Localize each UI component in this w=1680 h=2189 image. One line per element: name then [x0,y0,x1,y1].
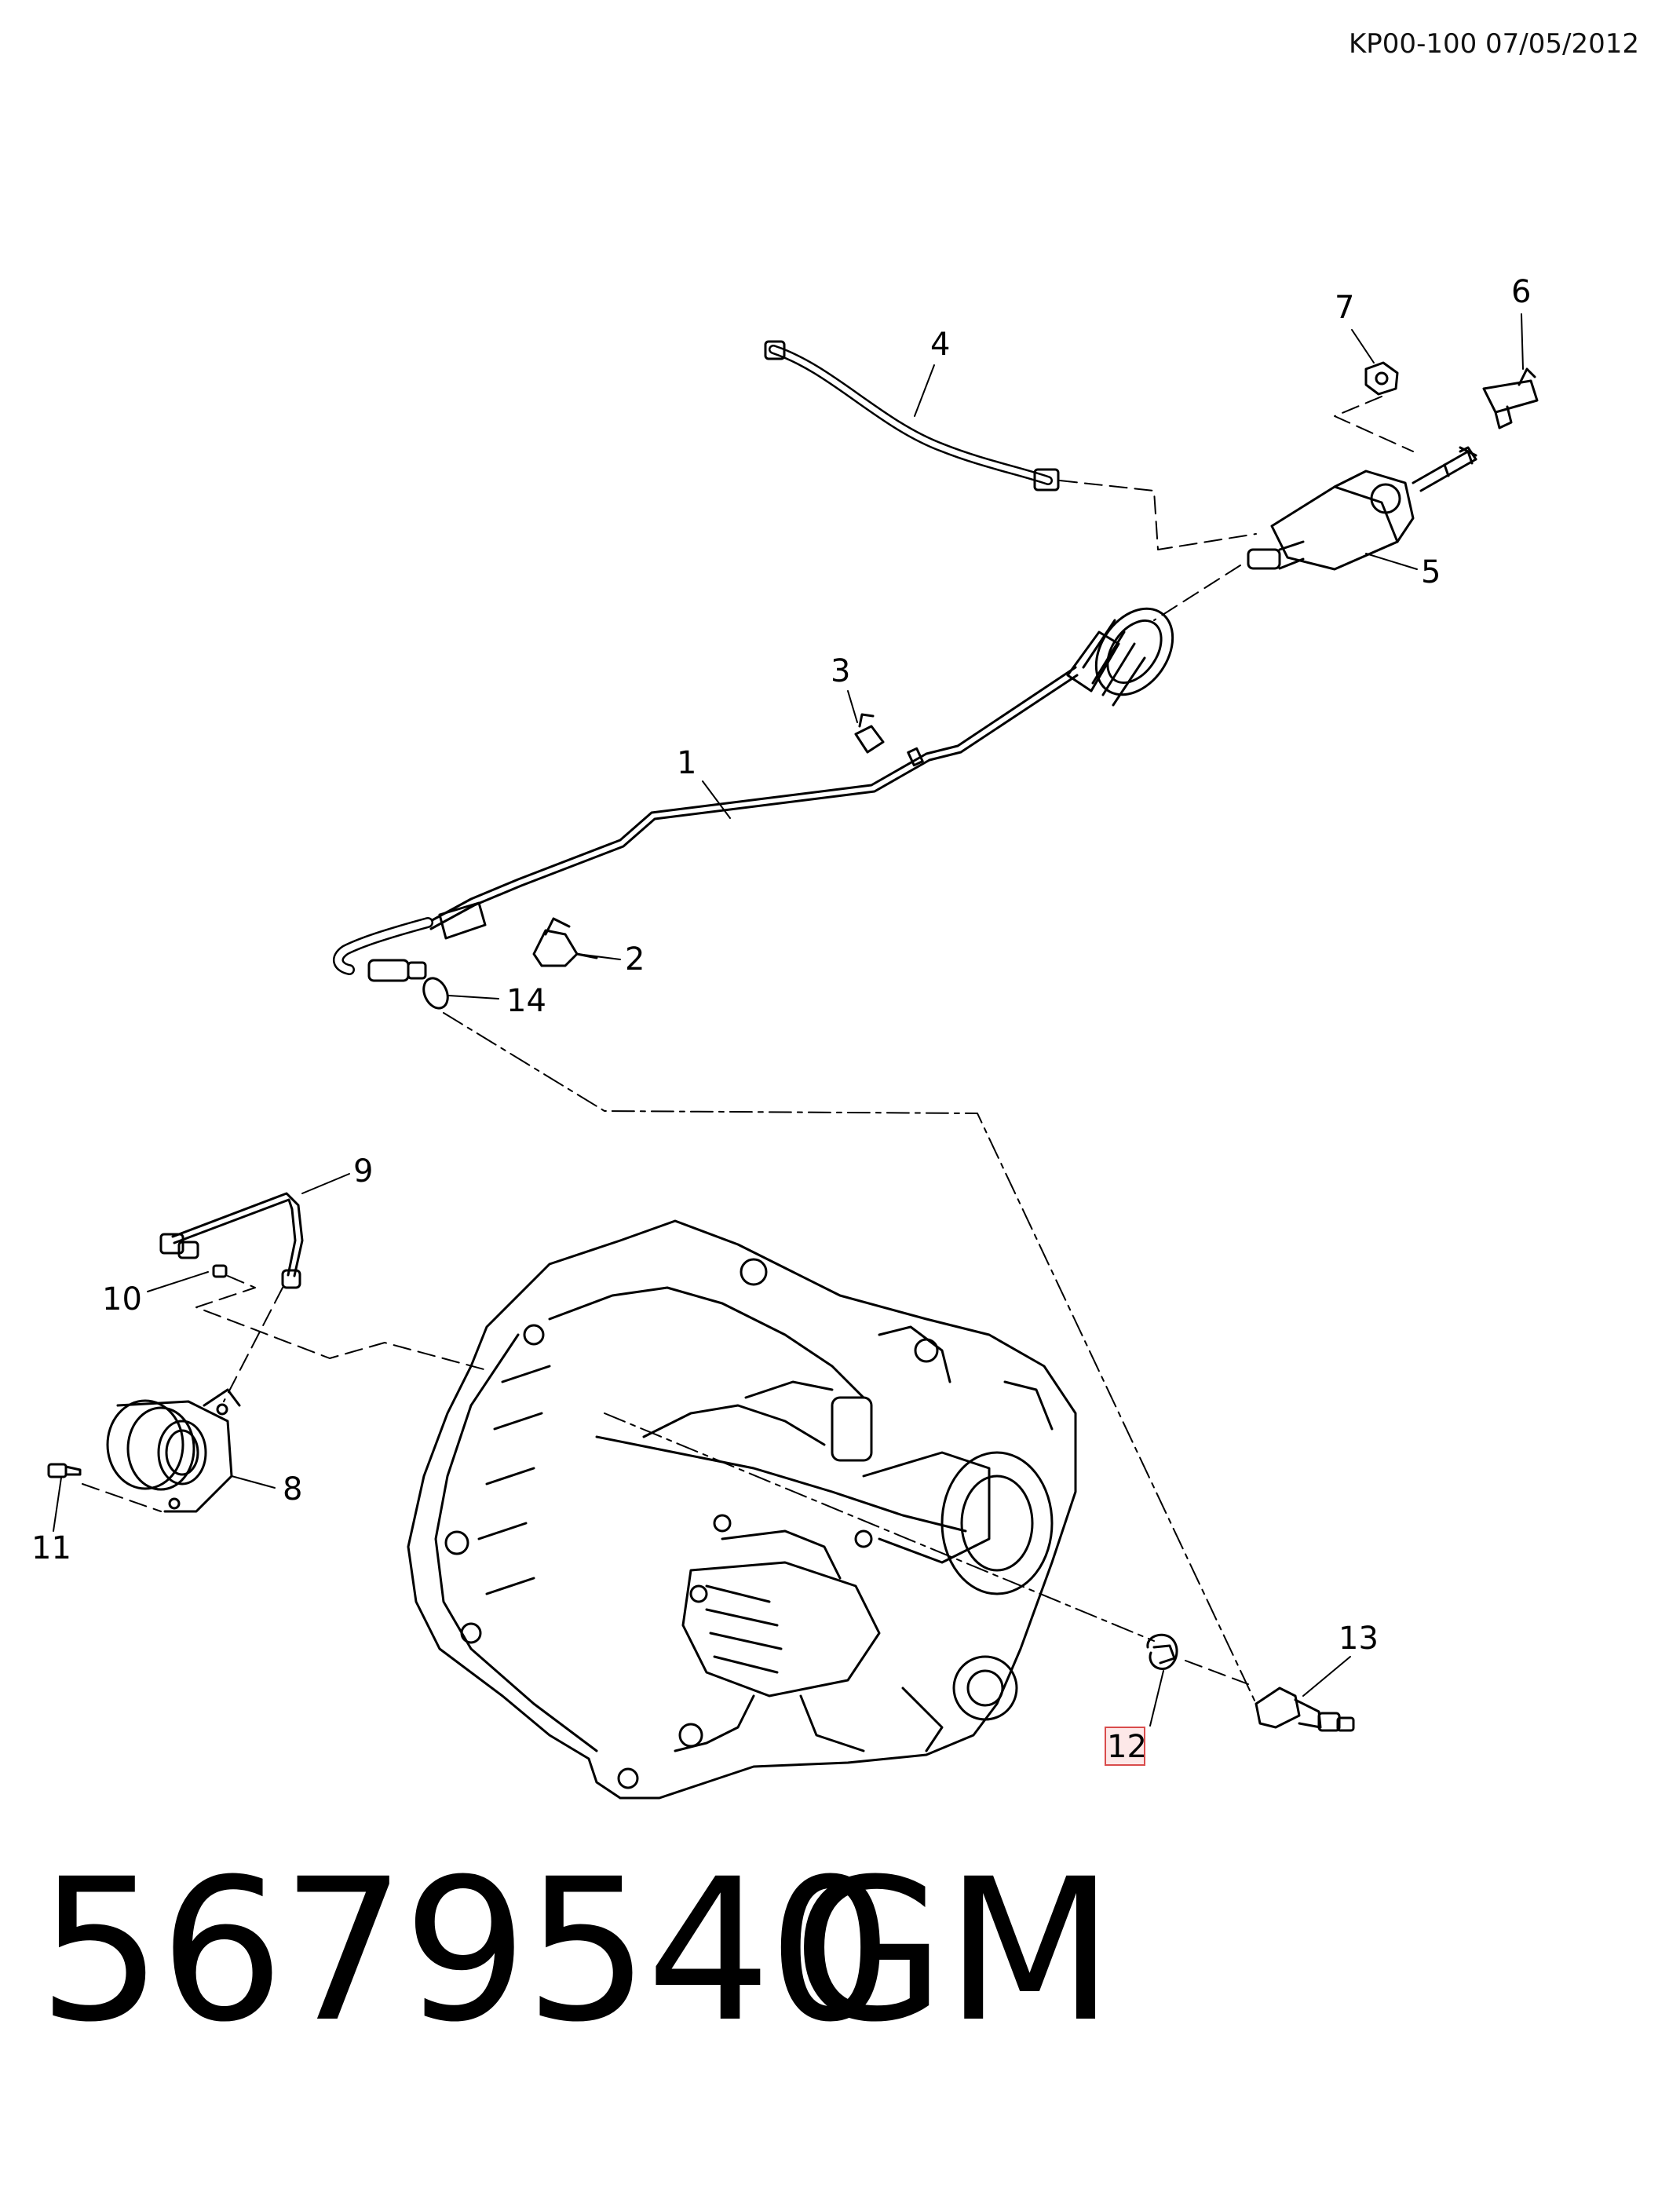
master-cylinder-part [1247,446,1477,571]
hydraulic-line-part [159,1192,304,1289]
leader-1 [702,780,731,819]
callout-3: 3 [831,653,850,689]
leader-13 [1302,1656,1351,1697]
callout-7: 7 [1335,290,1354,326]
bracket-clip-2 [532,917,598,967]
leader-9 [301,1173,350,1194]
dash-7-5 [1334,396,1414,452]
bleeder-part [212,1264,228,1278]
leader-3 [847,690,858,723]
bolt-part [47,1463,82,1478]
dash-10-gearbox [195,1275,488,1371]
slave-cylinder-part [106,1388,241,1513]
diagram-code: KP00-100 07/05/2012 [1349,28,1639,60]
axis-line [604,1412,1155,1642]
leader-2 [576,953,621,960]
leader-8 [231,1475,276,1489]
leader-10 [147,1271,209,1292]
callout-12: 12 [1107,1729,1147,1765]
leader-14 [448,995,499,999]
connector-part [1255,1687,1355,1732]
clip-part [1482,367,1539,429]
callout-4: 4 [930,327,950,363]
callout-13: 13 [1339,1621,1379,1657]
dash-5-reservoir [1153,565,1241,621]
brand-label: GM [793,1836,1115,2065]
leader-6 [1521,313,1524,370]
dash-11-8 [82,1483,162,1512]
callout-10: 10 [102,1281,142,1317]
pipe-part [333,666,1079,982]
pipe-clip-3 [854,713,885,754]
o-ring-part [422,977,449,1010]
part-number: 5679540 [38,1836,893,2065]
callout-11: 11 [31,1530,71,1566]
leader-5 [1365,553,1418,570]
pedal-seal-part [1066,607,1174,707]
leader-12 [1149,1670,1164,1727]
nut-part [1364,361,1399,396]
dash-9-8 [223,1287,283,1402]
leader-11 [53,1477,62,1532]
callout-9: 9 [353,1153,373,1190]
callout-1: 1 [677,745,696,781]
dash-12-13 [1185,1660,1249,1685]
retaining-clip-12 [1146,1633,1178,1670]
leader-7 [1351,329,1375,364]
callout-14: 14 [506,983,546,1019]
callout-6: 6 [1511,274,1531,310]
dash-4-5 [1059,480,1257,550]
dash-14-13 [443,1012,1257,1705]
hose-part [764,340,1060,492]
callout-12-highlight [1105,1727,1145,1766]
callout-2: 2 [625,941,645,978]
gearbox-housing [407,1219,1077,1800]
callout-8: 8 [283,1471,302,1507]
callout-5: 5 [1421,554,1441,590]
leader-4 [914,364,935,417]
